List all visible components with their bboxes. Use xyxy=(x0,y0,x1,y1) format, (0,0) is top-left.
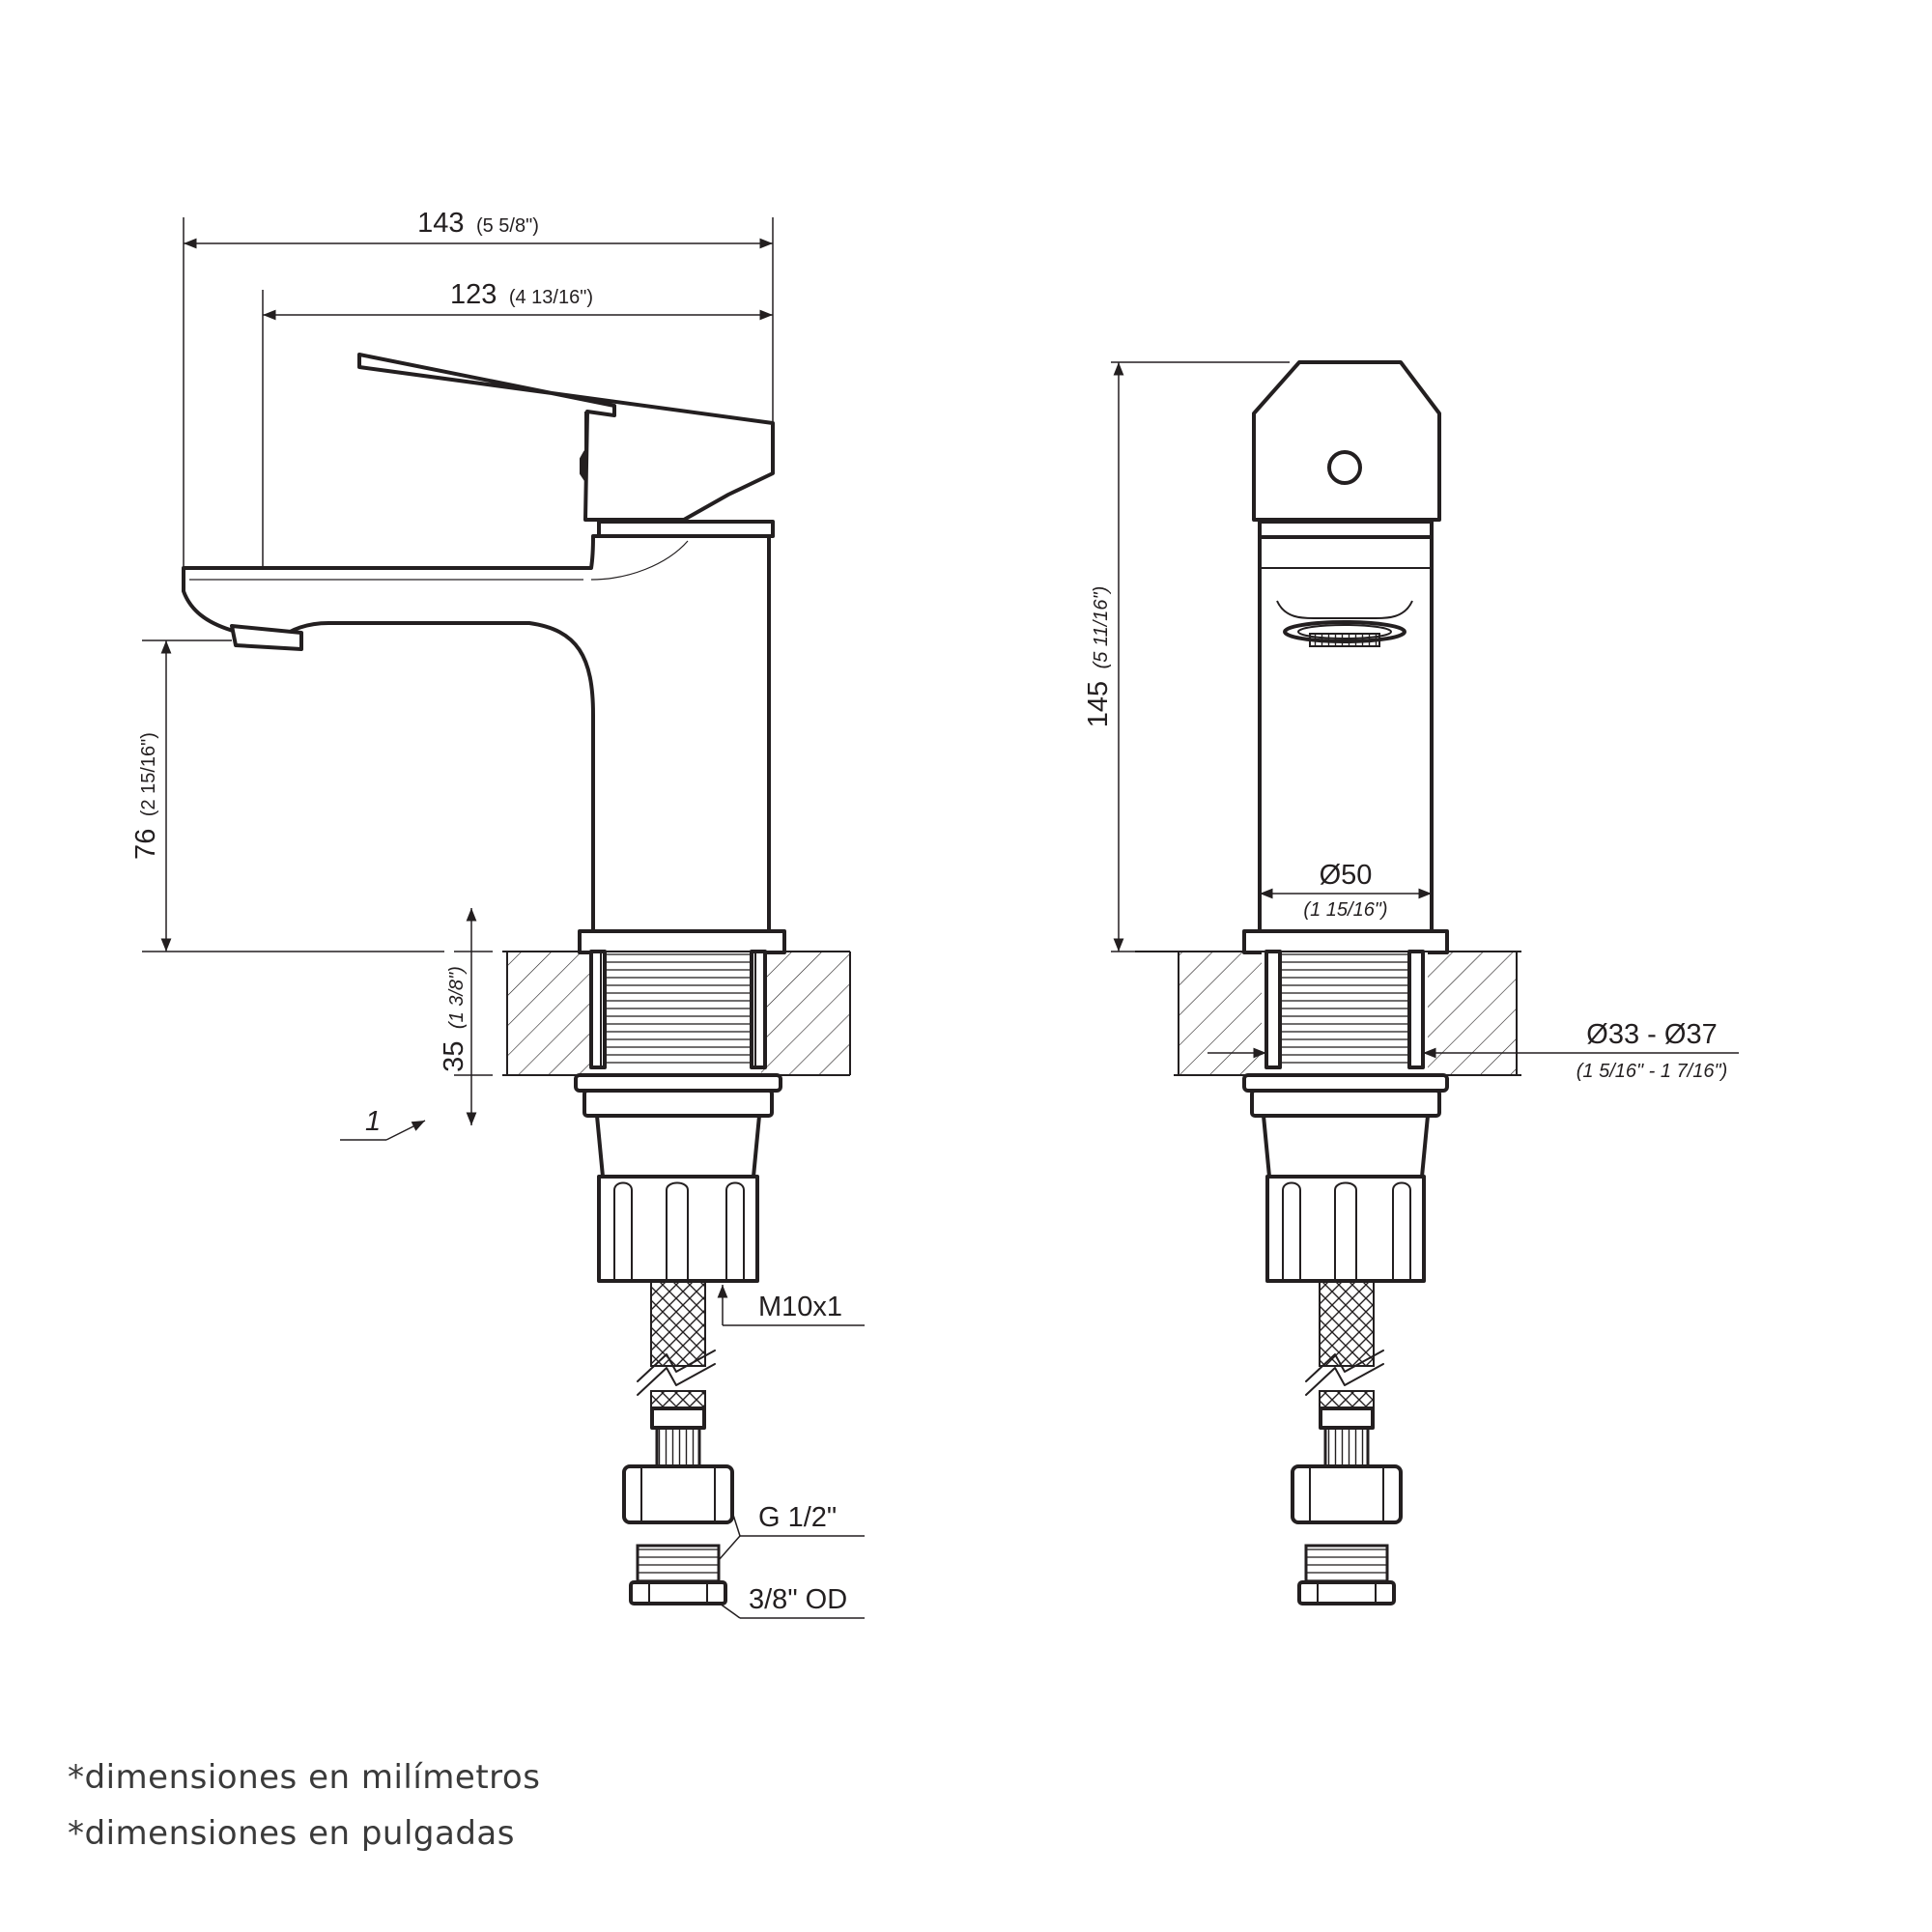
dimension-spout-reach: 123 (4 13/16") xyxy=(262,279,773,618)
spout-reach-mm: 123 xyxy=(450,279,497,310)
faucet-body xyxy=(182,534,771,935)
hose-connector-front xyxy=(1291,1406,1403,1605)
overall-width-inch: (5 5/8") xyxy=(476,215,539,237)
item-callout: 1 xyxy=(340,1106,426,1141)
spout-reach-inch: (4 13/16") xyxy=(509,287,593,308)
spout-height-label: 76 (2 15/16") xyxy=(130,732,161,860)
fixing-nut xyxy=(595,1114,761,1283)
connector-od-label: 3/8" OD xyxy=(749,1584,847,1615)
front-view: 145 (5 11/16") Ø50 (1 15/16") xyxy=(1083,360,1739,1605)
side-view: 143 (5 5/8") 123 (4 13/16") 76 (2 15/16"… xyxy=(130,208,865,1619)
valve-cap xyxy=(597,520,775,538)
connector-od-callout: 3/8" OD xyxy=(719,1584,865,1619)
dimension-overall-width: 143 (5 5/8") xyxy=(183,208,774,570)
base-flange-front xyxy=(1242,929,1449,954)
overall-width-mm: 143 xyxy=(417,208,464,239)
deck-thickness-mm: 35 xyxy=(439,1041,469,1072)
base-diameter-mm: Ø50 xyxy=(1320,860,1373,891)
hose-connector xyxy=(622,1406,734,1605)
spout-reach-label: 123 (4 13/16") xyxy=(450,279,593,310)
overall-width-label: 143 (5 5/8") xyxy=(417,208,539,239)
handle-lever xyxy=(357,353,775,522)
dimension-spout-height: 76 (2 15/16") xyxy=(130,639,444,952)
connector-thread-callout: G 1/2" xyxy=(718,1502,865,1561)
spout-height-mm: 76 xyxy=(130,829,161,860)
total-height-label: 145 (5 11/16") xyxy=(1083,586,1114,728)
hole-diameter-inch: (1 5/16" - 1 7/16") xyxy=(1577,1061,1728,1082)
aerator xyxy=(230,624,303,651)
hose-thread-label: M10x1 xyxy=(758,1292,842,1322)
deck-thickness-inch: (1 3/8") xyxy=(446,966,468,1029)
dimension-total-height: 145 (5 11/16") xyxy=(1083,361,1290,952)
washer-front xyxy=(1242,1073,1449,1093)
dimension-base-diameter: Ø50 (1 15/16") xyxy=(1260,860,1432,921)
aerator-front xyxy=(1276,600,1413,647)
handle-indicator xyxy=(1327,450,1362,485)
base-flange xyxy=(578,929,786,954)
braided-hose xyxy=(637,1280,716,1409)
washer-ring-front xyxy=(1250,1089,1441,1118)
threaded-shank-front xyxy=(1264,950,1425,1069)
deck-thickness-label: 35 (1 3/8") xyxy=(439,966,469,1072)
dimension-deck-thickness: 35 (1 3/8") xyxy=(439,908,493,1125)
fixing-nut-front xyxy=(1262,1114,1430,1283)
threaded-shank xyxy=(589,950,767,1069)
connector-thread-label: G 1/2" xyxy=(758,1502,837,1533)
dimension-hole-diameter: Ø33 - Ø37 (1 5/16" - 1 7/16") xyxy=(1208,1019,1739,1082)
total-height-inch: (5 11/16") xyxy=(1091,586,1112,669)
washer-ring xyxy=(582,1089,774,1118)
footnote-imperial: *dimensiones en pulgadas xyxy=(68,1814,515,1853)
base-diameter-inch: (1 15/16") xyxy=(1303,899,1387,921)
faucet-body-front xyxy=(1258,535,1434,935)
spout-height-inch: (2 15/16") xyxy=(138,732,159,816)
item-number: 1 xyxy=(365,1106,381,1137)
braided-hose-front xyxy=(1305,1280,1384,1409)
total-height-mm: 145 xyxy=(1083,681,1114,727)
handle-front xyxy=(1252,360,1441,522)
footnote-metric: *dimensiones en milímetros xyxy=(68,1758,541,1797)
washer xyxy=(574,1073,782,1093)
hose-thread-callout: M10x1 xyxy=(717,1285,865,1326)
hole-diameter-mm: Ø33 - Ø37 xyxy=(1586,1019,1717,1050)
valve-cap-front xyxy=(1258,520,1434,539)
